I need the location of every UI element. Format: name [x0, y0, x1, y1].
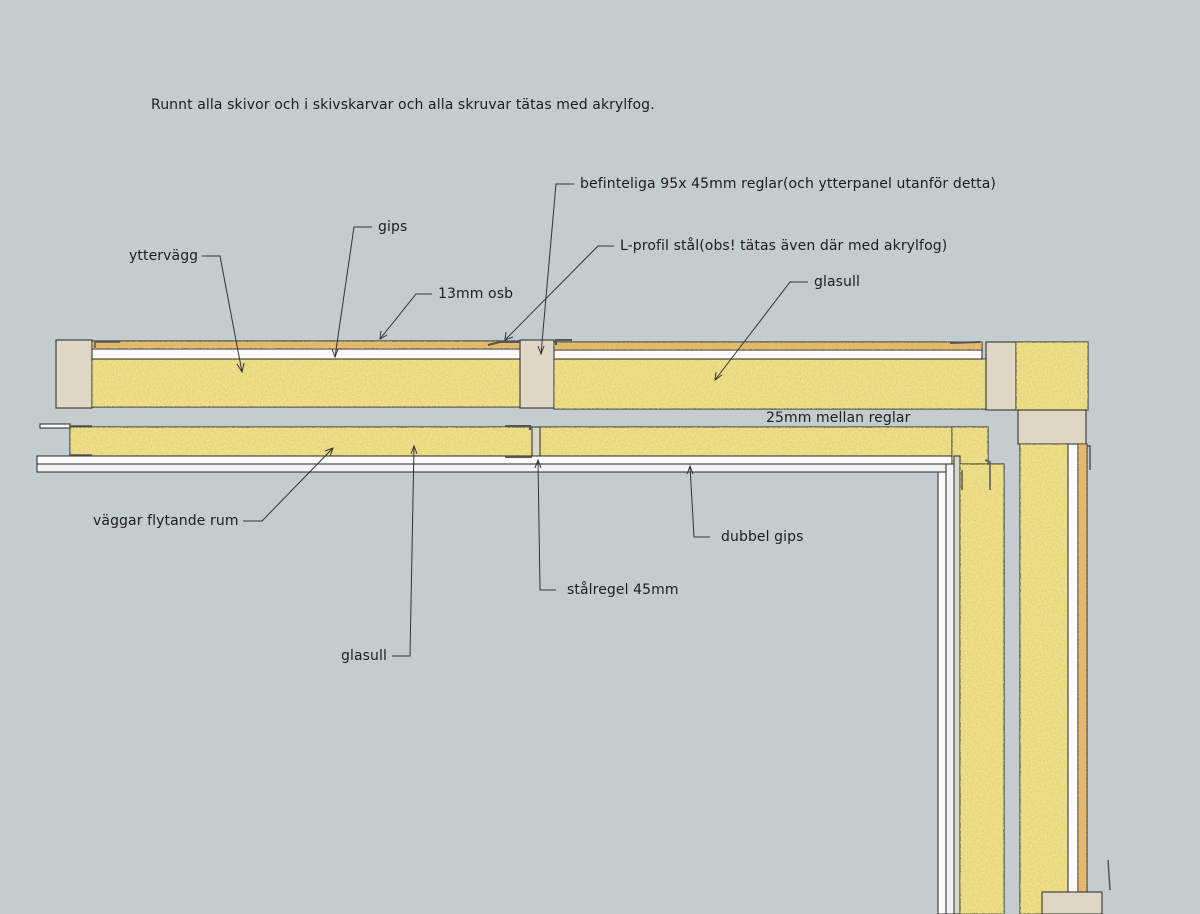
inner-wall-steel-stud: [531, 426, 541, 457]
inner-wall-right: [937, 455, 1005, 914]
inner-wall-top-gypsum-stub: [39, 423, 71, 429]
outer-wall: [55, 339, 1017, 411]
leader-lines: [202, 183, 808, 657]
outer-wall-end-stud: [55, 339, 93, 409]
label-dubbel-gips: dubbel gips: [721, 529, 804, 545]
label-glasull-top: glasull: [814, 274, 861, 290]
inner-wall-double-gypsum-2: [36, 463, 954, 473]
label-mellan-reglar: 25mm mellan reglar: [766, 410, 911, 426]
label-l-profil: L-profil stål(obs! tätas även där med ak…: [620, 238, 948, 254]
label-glasull-bottom: glasull: [341, 648, 388, 664]
outer-wall-right: [1015, 341, 1111, 914]
l-profile-steel: [487, 341, 520, 346]
outer-wall-corner-stud: [985, 341, 1017, 411]
outer-wall-gypsum-left: [91, 348, 521, 360]
label-stalregel: stålregel 45mm: [567, 582, 679, 598]
label-osb: 13mm osb: [438, 286, 514, 302]
outer-wall-existing-stud: [519, 339, 555, 409]
outer-wall-right-gypsum: [1067, 443, 1079, 893]
label-gips: gips: [378, 219, 408, 235]
label-vaggar-flytande-rum: väggar flytande rum: [93, 513, 239, 529]
outer-wall-right-bottom-stud: [1041, 891, 1103, 914]
outer-wall-right-stud: [1017, 409, 1087, 445]
inner-wall-right-stud: [953, 455, 961, 914]
inner-wall-right-gypsum-1: [937, 471, 947, 914]
outer-wall-gypsum-right: [553, 349, 983, 360]
inner-wall-double-gypsum-1: [36, 455, 954, 465]
label-befintliga-reglar: befinteliga 95x 45mm reglar(och ytterpan…: [580, 176, 996, 192]
label-yttervagg: yttervägg: [129, 248, 199, 264]
general-note: Runnt alla skivor och i skivskarvar och …: [151, 97, 655, 113]
inner-wall-right-gypsum-2: [945, 463, 955, 914]
inner-wall: [36, 423, 989, 473]
